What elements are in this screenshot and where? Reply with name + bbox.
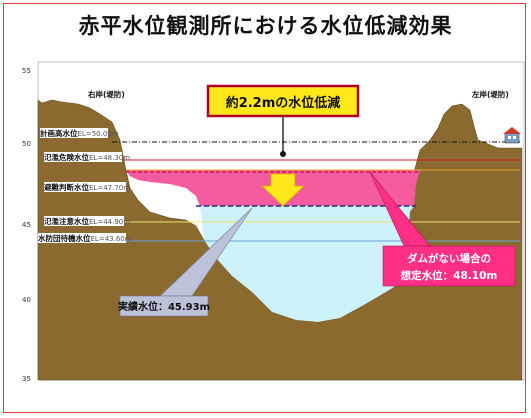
figure-frame — [3, 3, 526, 413]
tick-55: 55 — [22, 67, 31, 75]
down-arrow-icon — [261, 173, 305, 207]
actual-level-callout: 実績水位：45.93m — [118, 207, 253, 317]
level-lines — [112, 141, 520, 242]
actual-level-text: 実績水位：45.93m — [118, 300, 210, 313]
no-dam-text-1: ダムがない場合の — [407, 252, 491, 265]
level-label-planned-high: 計画高水位EL=50.09m — [40, 128, 119, 138]
figure-title: 赤平水位観測所における水位低減効果 — [78, 14, 453, 38]
level-labels: 計画高水位EL=50.09m 氾濫危険水位EL=48.30m 避難判断水位EL=… — [38, 128, 132, 243]
level-label-danger: 氾濫危険水位EL=48.30m — [44, 152, 130, 162]
reduction-callout: 約2.2mの水位低減 — [206, 84, 360, 157]
water-actual — [200, 206, 414, 322]
y-axis: 55 50 45 40 35 — [22, 67, 31, 383]
tick-35: 35 — [22, 375, 31, 383]
no-dam-callout: ダムがない場合の 想定水位：48.10m — [369, 171, 516, 287]
building-icon — [503, 127, 521, 144]
tick-50: 50 — [22, 140, 31, 148]
tick-40: 40 — [22, 296, 31, 304]
level-label-evacuation: 避難判断水位EL=47.70m — [44, 182, 130, 192]
level-label-caution: 氾濫注意水位EL=44.90m — [44, 216, 130, 226]
no-dam-text-2: 想定水位：48.10m — [400, 269, 498, 282]
reduction-text: 約2.2mの水位低減 — [226, 95, 341, 111]
left-bank-label: 左岸(堤防) — [471, 89, 509, 99]
tick-45: 45 — [22, 221, 31, 229]
right-bank-label: 右岸(堤防) — [87, 89, 125, 99]
level-label-standby: 水防団待機水位EL=43.60m — [38, 233, 132, 243]
